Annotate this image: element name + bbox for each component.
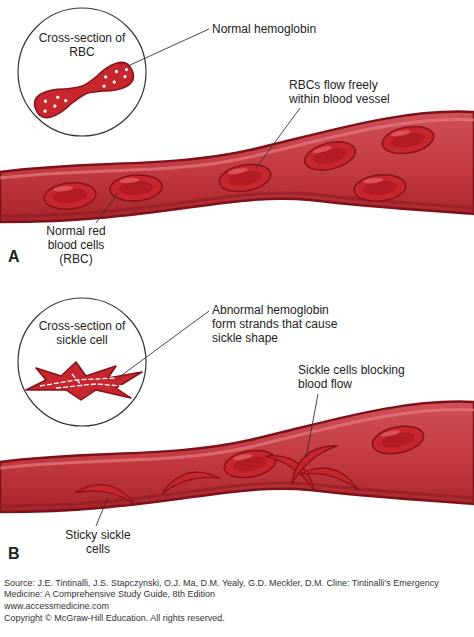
hemoglobin-dot xyxy=(123,75,127,79)
source-note: Source: J.E. Tintinalli, J.S. Stapczynsk… xyxy=(4,578,470,600)
leader-line xyxy=(96,497,108,526)
red-blood-cell xyxy=(109,173,163,203)
hemoglobin-dot xyxy=(124,68,128,72)
leader-line xyxy=(306,394,318,458)
red-blood-cell xyxy=(353,172,407,203)
red-blood-cell xyxy=(222,447,278,482)
callout-label: Abnormal hemoglobin form strands that ca… xyxy=(212,303,340,345)
sickle-cell xyxy=(75,480,136,503)
callout-label: Sticky sickle cells xyxy=(60,528,136,556)
leader-line xyxy=(256,108,300,168)
hemoglobin-dot xyxy=(104,75,108,79)
sickle-cross-section xyxy=(26,362,142,400)
leader-line xyxy=(118,311,209,378)
hemoglobin-strands xyxy=(40,374,122,388)
hemoglobin-dot xyxy=(43,109,47,113)
panel-letter: A xyxy=(8,248,28,266)
callout-label: Sickle cells blocking blood flow xyxy=(298,363,428,391)
red-blood-cell xyxy=(302,137,359,175)
sickle-cell xyxy=(283,436,337,485)
leader-line xyxy=(96,193,118,223)
red-blood-cell xyxy=(380,123,436,158)
circle-outline xyxy=(18,8,146,136)
sickle-cell xyxy=(300,462,361,490)
circle-outline xyxy=(17,297,147,427)
hemoglobin-dot xyxy=(53,104,57,108)
circle-outline xyxy=(18,298,146,426)
hemoglobin-dot xyxy=(112,80,116,84)
hemoglobin-dot xyxy=(43,99,47,103)
callout-label: Normal red blood cells (RBC) xyxy=(38,224,114,266)
sickle-cross-section xyxy=(26,362,142,400)
rbc-cross-section xyxy=(31,59,137,122)
callout-label: Normal hemoglobin xyxy=(212,22,352,36)
leader-lines xyxy=(96,29,318,526)
cross-section-circle: Cross-section of sickle cell xyxy=(17,297,147,427)
hemoglobin-dot xyxy=(56,95,60,99)
hemoglobin-dot xyxy=(114,69,118,73)
sickle-cell xyxy=(159,466,220,494)
hemoglobin-dots xyxy=(39,66,131,114)
red-blood-cell xyxy=(370,422,426,458)
red-blood-cell xyxy=(43,180,97,211)
callout-label: RBCs flow freely within blood vessel xyxy=(289,78,407,106)
source-note: www.accessmedicine.com xyxy=(4,601,470,612)
leader-line xyxy=(128,29,209,66)
panel-letter: B xyxy=(8,545,28,563)
hemoglobin-dot xyxy=(64,99,68,103)
source-note: Copyright © McGraw-Hill Education. All r… xyxy=(4,613,470,624)
hemoglobin-dot xyxy=(102,84,106,88)
red-blood-cell xyxy=(217,161,273,196)
node-title: Cross-section of RBC xyxy=(36,31,128,59)
rbc-cross-section xyxy=(31,59,137,122)
node-title: Cross-section of sickle cell xyxy=(32,319,132,347)
